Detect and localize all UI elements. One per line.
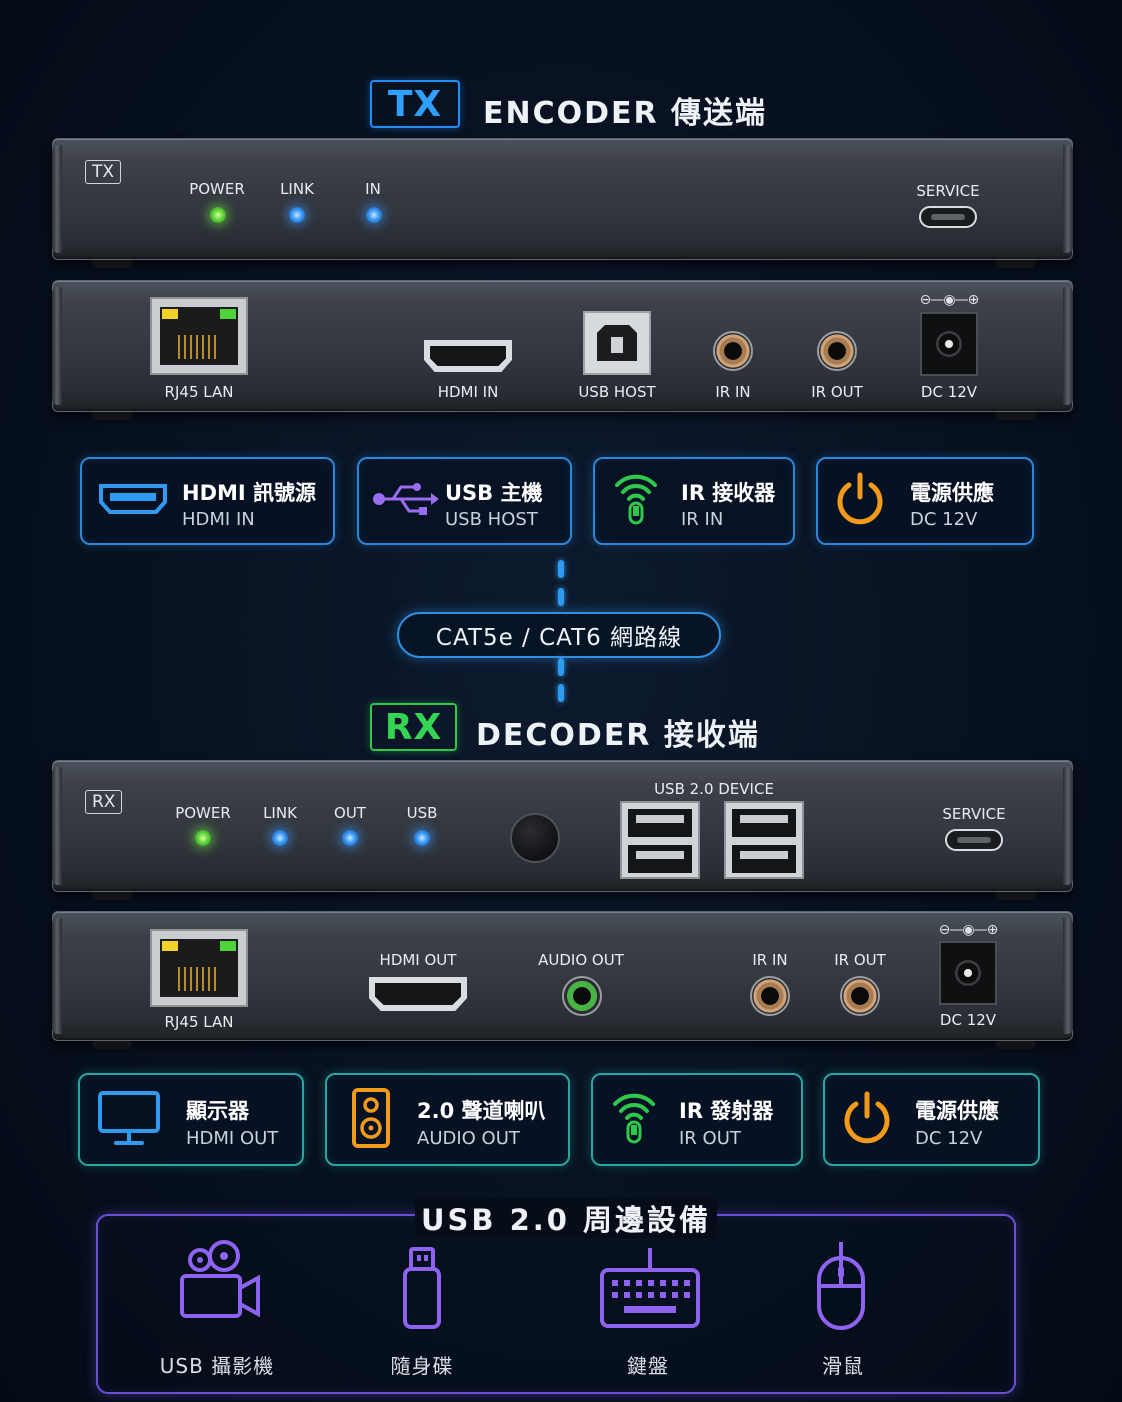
tx-led-label-in: IN <box>365 180 381 198</box>
tx-card-title: HDMI 訊號源 <box>182 481 317 505</box>
tx-dc-polarity: ⊖—◉—⊕ <box>919 292 980 308</box>
rx-ir-in-jack[interactable] <box>750 976 790 1016</box>
rx-dc-polarity: ⊖—◉—⊕ <box>938 922 999 938</box>
rx-card-power: 電源供應 DC 12V <box>823 1073 1040 1166</box>
rx-led-label-usb: USB <box>406 804 438 822</box>
tx-power-led <box>210 207 226 223</box>
power-icon <box>834 471 886 531</box>
tx-card-subtitle: HDMI IN <box>182 509 255 530</box>
speaker-icon <box>351 1087 391 1153</box>
peripheral-label: 隨身碟 <box>390 1354 454 1378</box>
rx-link-led <box>272 830 288 846</box>
rx-port-label: IR IN <box>752 951 788 969</box>
rx-usb-device-label: USB 2.0 DEVICE <box>654 780 774 798</box>
rx-card-title: 電源供應 <box>915 1099 999 1123</box>
rx-front-panel <box>52 760 1073 892</box>
tx-port-label: DC 12V <box>920 383 978 401</box>
rx-ir-sensor <box>510 813 560 863</box>
keyboard-icon <box>598 1246 702 1334</box>
tx-card-subtitle: DC 12V <box>910 509 978 530</box>
rx-card-title: 顯示器 <box>186 1099 249 1123</box>
rx-port-label: DC 12V <box>939 1011 997 1029</box>
tx-led-label-link: LINK <box>280 180 314 198</box>
rx-port-label: IR OUT <box>834 951 886 969</box>
tx-port-label: HDMI IN <box>437 383 499 401</box>
rx-audio-out-jack[interactable] <box>562 976 602 1016</box>
tx-front-panel <box>52 138 1073 260</box>
rx-card-ir: IR 發射器 IR OUT <box>591 1073 803 1166</box>
rx-service-label: SERVICE <box>942 805 1006 823</box>
rx-card-subtitle: IR OUT <box>679 1128 741 1149</box>
peripheral-label: 鍵盤 <box>627 1354 669 1378</box>
rx-card-monitor: 顯示器 HDMI OUT <box>78 1073 304 1166</box>
usb-peripherals-title: USB 2.0 周邊設備 <box>415 1198 717 1238</box>
tx-usb-host-port[interactable] <box>583 311 651 375</box>
rx-led-label-out: OUT <box>334 804 366 822</box>
cable-label: CAT5e / CAT6 網路線 <box>397 612 721 658</box>
rx-unit-tag: RX <box>85 790 123 814</box>
tx-card-usb: USB 主機 USB HOST <box>357 457 572 545</box>
tx-port-label: IR IN <box>715 383 751 401</box>
tx-dc-jack[interactable] <box>920 312 978 376</box>
tx-port-label: USB HOST <box>578 383 656 401</box>
tx-unit-tag: TX <box>85 160 122 184</box>
rx-card-subtitle: AUDIO OUT <box>417 1128 520 1149</box>
peripheral-label: 滑鼠 <box>822 1354 864 1378</box>
tx-ir-out-jack[interactable] <box>817 331 857 371</box>
tx-ir-in-jack[interactable] <box>713 331 753 371</box>
rx-card-subtitle: HDMI OUT <box>186 1128 279 1149</box>
rx-usb-a-port-right[interactable] <box>724 801 804 879</box>
tx-port-label: RJ45 LAN <box>164 383 234 401</box>
rx-port-label: AUDIO OUT <box>538 951 624 969</box>
peripheral-label: USB 攝影機 <box>159 1354 275 1378</box>
tx-badge: TX <box>370 80 460 128</box>
rx-port-label: HDMI OUT <box>379 951 457 969</box>
tx-in-led <box>366 207 382 223</box>
ir-emitter-icon <box>609 1090 659 1150</box>
mouse-icon <box>815 1240 867 1336</box>
rx-led-label-link: LINK <box>263 804 297 822</box>
rx-card-title: 2.0 聲道喇叭 <box>417 1099 546 1123</box>
rx-power-led <box>195 830 211 846</box>
rx-out-led <box>342 830 358 846</box>
rx-card-title: IR 發射器 <box>679 1099 774 1123</box>
tx-card-power: 電源供應 DC 12V <box>816 457 1034 545</box>
tx-card-subtitle: USB HOST <box>445 509 538 530</box>
tx-card-title: IR 接收器 <box>681 481 776 505</box>
monitor-icon <box>96 1089 162 1151</box>
tx-link-led <box>289 207 305 223</box>
rx-usb-led <box>414 830 430 846</box>
tx-led-label-power: POWER <box>189 180 245 198</box>
camera-icon <box>178 1240 262 1324</box>
tx-port-label: IR OUT <box>811 383 863 401</box>
rx-dc-jack[interactable] <box>939 941 997 1005</box>
tx-card-ir: IR 接收器 IR IN <box>593 457 795 545</box>
rx-rj45-port[interactable] <box>150 929 248 1007</box>
rx-ir-out-jack[interactable] <box>840 976 880 1016</box>
tx-card-title: 電源供應 <box>910 481 994 505</box>
rx-card-speaker: 2.0 聲道喇叭 AUDIO OUT <box>325 1073 570 1166</box>
rx-led-label-power: POWER <box>175 804 231 822</box>
hdmi-icon <box>98 482 168 520</box>
rx-hdmi-out-port[interactable] <box>369 977 467 1011</box>
rx-badge: RX <box>370 703 457 751</box>
usb-icon <box>371 479 439 523</box>
tx-title: ENCODER 傳送端 <box>483 96 768 131</box>
tx-card-title: USB 主機 <box>445 481 543 505</box>
rx-service-port[interactable] <box>945 829 1003 851</box>
power-icon <box>841 1090 893 1150</box>
tx-card-hdmi: HDMI 訊號源 HDMI IN <box>80 457 335 545</box>
rx-usb-a-port-left[interactable] <box>620 801 700 879</box>
tx-card-subtitle: IR IN <box>681 509 724 530</box>
rx-card-subtitle: DC 12V <box>915 1128 983 1149</box>
ir-receiver-icon <box>611 471 661 531</box>
tx-hdmi-in-port[interactable] <box>424 340 512 372</box>
rx-title: DECODER 接收端 <box>476 718 760 753</box>
tx-service-port[interactable] <box>919 206 977 228</box>
tx-service-label: SERVICE <box>916 182 980 200</box>
flash-drive-icon <box>402 1246 442 1334</box>
tx-rj45-port[interactable] <box>150 297 248 375</box>
rx-port-label: RJ45 LAN <box>164 1013 234 1031</box>
